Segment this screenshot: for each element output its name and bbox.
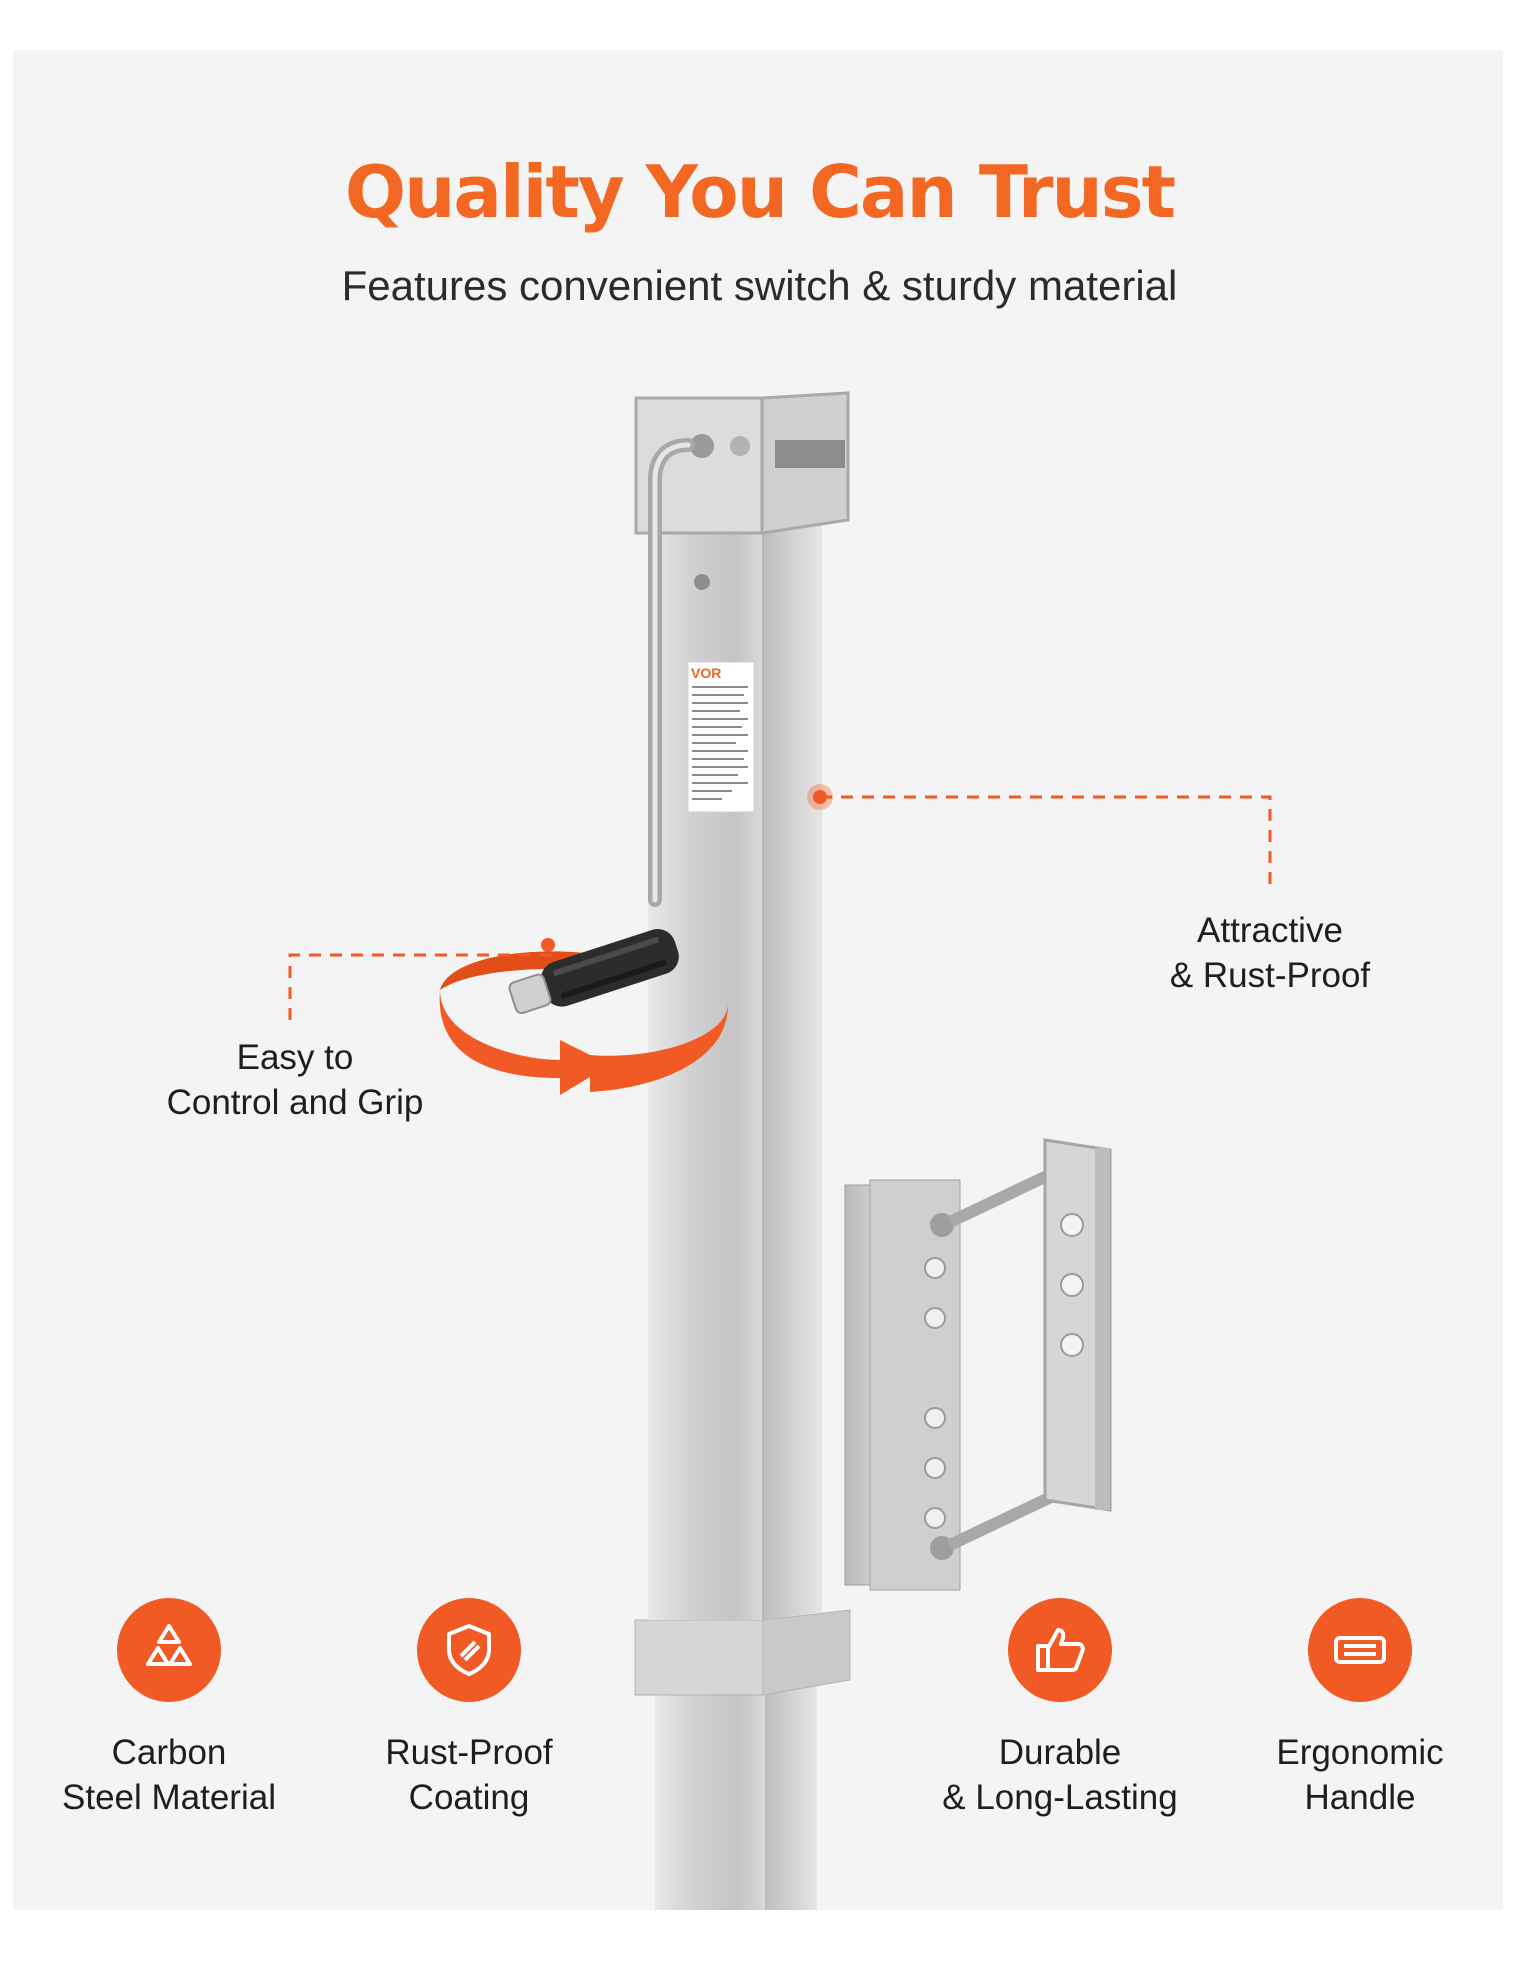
product-label-brand: VOR (691, 665, 721, 681)
callout-line: Easy to (236, 1038, 354, 1077)
callout-line: Control and Grip (166, 1083, 424, 1122)
shield-icon (417, 1598, 521, 1702)
callout-easy-grip: Easy to Control and Grip (130, 1035, 460, 1125)
feature-label-line: Carbon (111, 1733, 227, 1772)
feature-label-line: Steel Material (62, 1778, 276, 1817)
feature-label-line: & Long-Lasting (942, 1778, 1178, 1817)
feature-label-line: Rust-Proof (385, 1733, 553, 1772)
callout-rust-proof: Attractive & Rust-Proof (1120, 908, 1420, 998)
feature-carbon-steel: Carbon Steel Material (19, 1598, 319, 1820)
feature-label: Rust-Proof Coating (319, 1730, 619, 1820)
page-title: Quality You Can Trust (344, 150, 1176, 234)
feature-label: Ergonomic Handle (1210, 1730, 1510, 1820)
handle-icon (1308, 1598, 1412, 1702)
callout-line: Attractive (1197, 911, 1343, 950)
feature-rust-proof-coating: Rust-Proof Coating (319, 1598, 619, 1820)
feature-label-line: Durable (998, 1733, 1122, 1772)
feature-ergonomic-handle: Ergonomic Handle (1210, 1598, 1510, 1820)
feature-durable: Durable & Long-Lasting (910, 1598, 1210, 1820)
page-subtitle: Features convenient switch & sturdy mate… (341, 262, 1178, 309)
feature-label-line: Coating (408, 1778, 530, 1817)
feature-label: Durable & Long-Lasting (910, 1730, 1210, 1820)
feature-label-line: Ergonomic (1276, 1733, 1444, 1772)
thumbs-up-icon (1008, 1598, 1112, 1702)
blocks-icon (117, 1598, 221, 1702)
feature-label: Carbon Steel Material (19, 1730, 319, 1820)
callout-line: & Rust-Proof (1169, 956, 1371, 995)
feature-label-line: Handle (1304, 1778, 1416, 1817)
